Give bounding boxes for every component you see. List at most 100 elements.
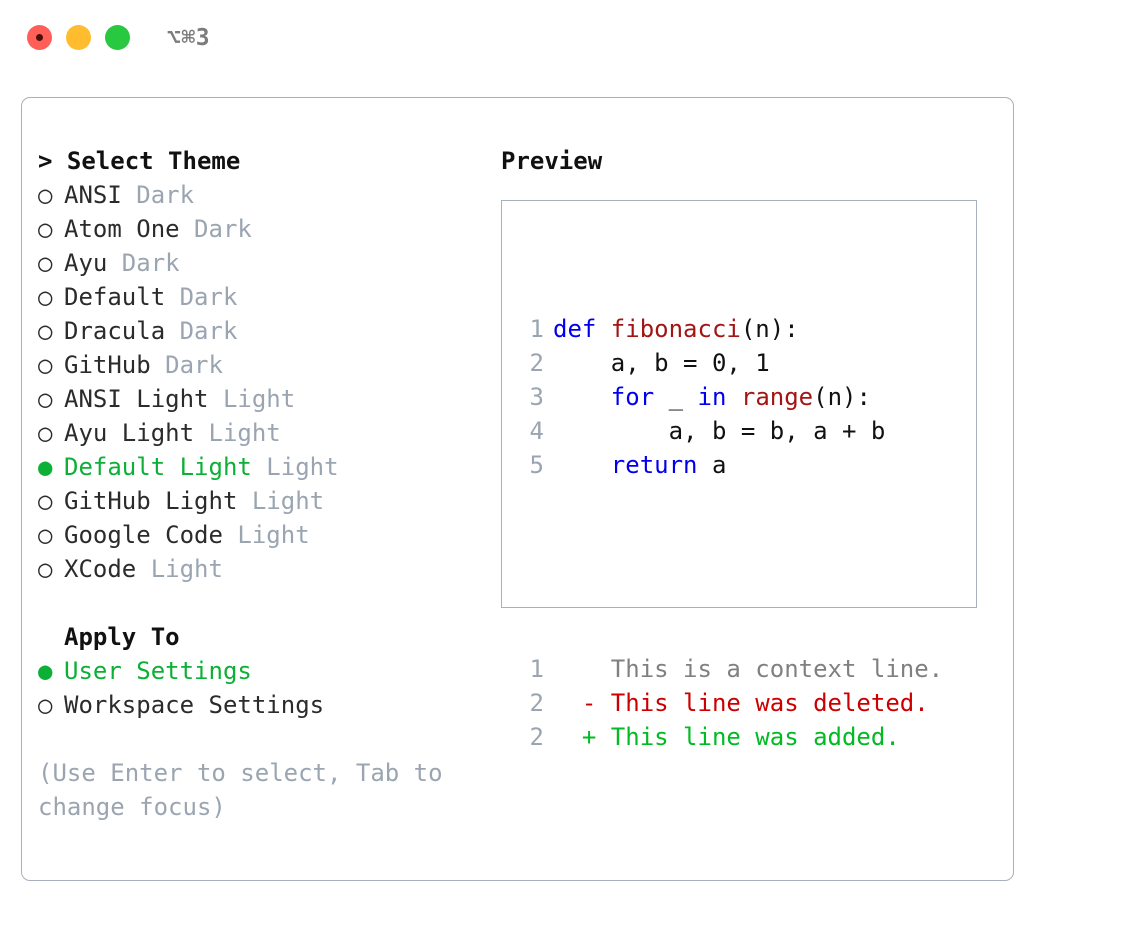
diff-line-add: 2 + This line was added. — [516, 720, 943, 754]
theme-option-ansi-light[interactable]: ○ ANSI Light Light — [38, 382, 488, 416]
main-panel: > Select Theme ○ANSI Dark○Atom One Dark○… — [21, 97, 1014, 881]
code-line-number: 3 — [529, 383, 544, 411]
code-token-txt: a, b = b, a + b — [553, 417, 886, 445]
apply-to-option-label: Workspace Settings — [64, 691, 325, 719]
theme-option-ansi[interactable]: ○ ANSI Dark — [38, 178, 488, 212]
radio-unselected-icon: ○ — [38, 181, 53, 209]
apply-to-option-user-settings[interactable]: ● User Settings — [38, 654, 488, 688]
diff-line-number: 1 — [529, 655, 544, 683]
theme-option-variant-tag: Light — [237, 521, 310, 549]
theme-option-ayu[interactable]: ○ Ayu Dark — [38, 246, 488, 280]
window-controls — [27, 25, 130, 50]
theme-option-label: Ayu — [64, 249, 122, 277]
diff-line-number: 2 — [529, 689, 544, 717]
theme-option-variant-tag: Dark — [165, 351, 223, 379]
radio-unselected-icon: ○ — [38, 487, 53, 515]
theme-option-list: ○ANSI Dark○Atom One Dark○Ayu Dark○Defaul… — [38, 178, 488, 586]
keyboard-shortcut-label: ⌥⌘3 — [167, 25, 211, 51]
minimize-window-button[interactable] — [66, 25, 91, 50]
apply-to-option-label: User Settings — [64, 657, 252, 685]
theme-option-variant-tag: Light — [150, 555, 223, 583]
code-token-txt: _ — [654, 383, 698, 411]
theme-option-google-code[interactable]: ○Google Code Light — [38, 518, 488, 552]
code-token-kw: for — [610, 383, 655, 411]
radio-unselected-icon: ○ — [38, 555, 53, 583]
radio-selected-icon: ● — [38, 657, 53, 685]
code-line-number: 5 — [529, 451, 544, 479]
theme-option-label: GitHub Light — [64, 487, 252, 515]
theme-option-label: GitHub — [64, 351, 166, 379]
theme-option-variant-tag: Dark — [136, 181, 195, 209]
radio-unselected-icon: ○ — [38, 385, 53, 413]
theme-option-default-light[interactable]: ●Default Light Light — [38, 450, 488, 484]
code-token-txt: (n): — [740, 315, 799, 343]
panel-columns: > Select Theme ○ANSI Dark○Atom One Dark○… — [22, 98, 1013, 880]
apply-to-heading-indent: ○ — [38, 620, 64, 654]
code-line-text: a, b = 0, 1 — [544, 346, 770, 380]
radio-unselected-icon: ○ — [38, 351, 53, 379]
radio-unselected-icon: ○ — [38, 317, 53, 345]
theme-option-label: ANSI Light — [64, 385, 223, 413]
code-diff-spacer — [516, 550, 943, 584]
theme-option-ayu-light[interactable]: ○Ayu Light Light — [38, 416, 488, 450]
theme-option-github-light[interactable]: ○ GitHub Light Light — [38, 484, 488, 518]
list-spacer — [38, 586, 488, 620]
theme-option-variant-tag: Light — [222, 385, 296, 413]
radio-unselected-icon: ○ — [38, 283, 53, 311]
preview-heading: Preview — [501, 147, 603, 175]
theme-option-dracula[interactable]: ○ Dracula Dark — [38, 314, 488, 348]
diff-sample: 1 This is a context line.2 - This line w… — [516, 652, 944, 754]
code-token-txt: (n): — [813, 383, 871, 411]
code-token-txt: a, b = 0, 1 — [553, 349, 770, 377]
code-token-kw: return — [610, 451, 698, 479]
title-bar: ⌥⌘3 — [0, 0, 1140, 78]
theme-option-variant-tag: Dark — [121, 249, 180, 277]
radio-unselected-icon: ○ — [38, 249, 53, 277]
code-line-text: def fibonacci(n): — [544, 312, 799, 346]
theme-option-label: Default Light — [64, 453, 267, 481]
keyboard-hint-text: (Use Enter to select, Tab to change focu… — [38, 759, 443, 821]
select-theme-heading: > Select Theme — [38, 147, 241, 175]
diff-line-ctx: 1 This is a context line. — [516, 652, 944, 686]
maximize-window-button[interactable] — [105, 25, 130, 50]
theme-option-default[interactable]: ○Default Dark — [38, 280, 488, 314]
theme-option-label: XCode — [64, 555, 151, 583]
code-token-txt: a — [697, 451, 727, 479]
apply-to-heading-label: Apply To — [64, 623, 180, 651]
theme-option-atom-one[interactable]: ○Atom One Dark — [38, 212, 488, 246]
theme-option-label: Ayu Light — [64, 419, 209, 447]
apply-to-heading: ○ Apply To — [38, 620, 488, 654]
code-line-text: a, b = b, a + b — [544, 414, 886, 448]
theme-option-variant-tag: Light — [251, 487, 325, 515]
theme-option-label: Dracula — [64, 317, 180, 345]
code-line: 2 a, b = 0, 1 — [516, 346, 943, 380]
theme-option-github[interactable]: ○ GitHub Dark — [38, 348, 488, 382]
code-line-text: for _ in range(n): — [544, 380, 871, 414]
diff-line-text: This is a context line. — [553, 655, 944, 683]
theme-option-variant-tag: Dark — [194, 215, 252, 243]
radio-unselected-icon: ○ — [38, 521, 53, 549]
code-line-text: return a — [544, 448, 727, 482]
code-token-fn: range — [740, 383, 814, 411]
diff-line-text: - This line was deleted. — [553, 689, 929, 717]
code-token-fn: fibonacci — [610, 315, 741, 343]
apply-to-option-list: ● User Settings ○Workspace Settings — [38, 654, 488, 722]
code-token-kw: def — [553, 315, 611, 343]
theme-option-variant-tag: Dark — [179, 317, 238, 345]
theme-option-label: Atom One — [64, 215, 195, 243]
code-line: 4 a, b = b, a + b — [516, 414, 943, 448]
theme-option-xcode[interactable]: ○ XCode Light — [38, 552, 488, 586]
diff-line-del: 2 - This line was deleted. — [516, 686, 943, 720]
diff-line-number: 2 — [529, 723, 544, 751]
radio-unselected-icon: ○ — [38, 419, 53, 447]
apply-to-option-workspace-settings[interactable]: ○Workspace Settings — [38, 688, 488, 722]
close-window-button[interactable] — [27, 25, 52, 50]
theme-option-label: Default — [64, 283, 180, 311]
theme-option-label: ANSI — [64, 181, 137, 209]
